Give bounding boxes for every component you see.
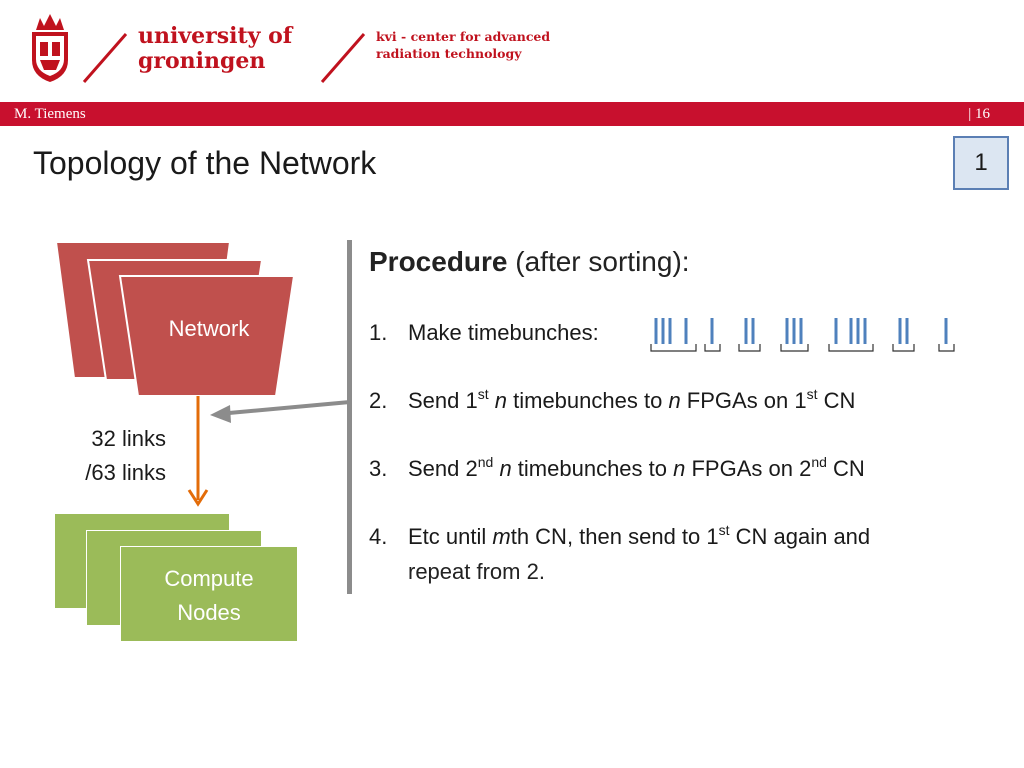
step-4: 4.Etc until mth CN, then send to 1st CN … bbox=[369, 522, 871, 549]
logo-slash bbox=[82, 33, 128, 83]
network-layer bbox=[118, 275, 296, 397]
compute-nodes-label: Compute Nodes bbox=[164, 566, 254, 625]
timebunches-illustration bbox=[650, 318, 955, 352]
down-arrow-icon bbox=[187, 396, 209, 507]
network-stack bbox=[54, 241, 296, 397]
author-name: M. Tiemens bbox=[14, 106, 86, 122]
compute-node-box bbox=[120, 546, 298, 642]
links-label: 32 links /63 links bbox=[85, 426, 166, 485]
network-label: Network bbox=[168, 316, 250, 341]
divider-line bbox=[347, 240, 352, 594]
slide-number-badge: 1 bbox=[953, 136, 1009, 190]
university-crest-logo bbox=[32, 14, 68, 82]
step-4-continued: repeat from 2. bbox=[408, 559, 545, 584]
procedure-heading: Procedure (after sorting): bbox=[369, 246, 690, 277]
header-band bbox=[0, 102, 1024, 126]
step-3: 3.Send 2nd n timebunches to n FPGAs on 2… bbox=[369, 454, 865, 481]
page-number: | 16 bbox=[968, 106, 990, 122]
logo-slash bbox=[320, 33, 366, 83]
institute-wordmark: kvi - center for advanced radiation tech… bbox=[376, 29, 551, 61]
left-arrow-icon bbox=[210, 400, 351, 423]
university-wordmark: university of groningen bbox=[138, 23, 293, 74]
step-2: 2.Send 1st n timebunches to n FPGAs on 1… bbox=[369, 386, 856, 413]
step-1: 1.Make timebunches: bbox=[369, 320, 599, 345]
slide-title: Topology of the Network bbox=[33, 145, 377, 181]
